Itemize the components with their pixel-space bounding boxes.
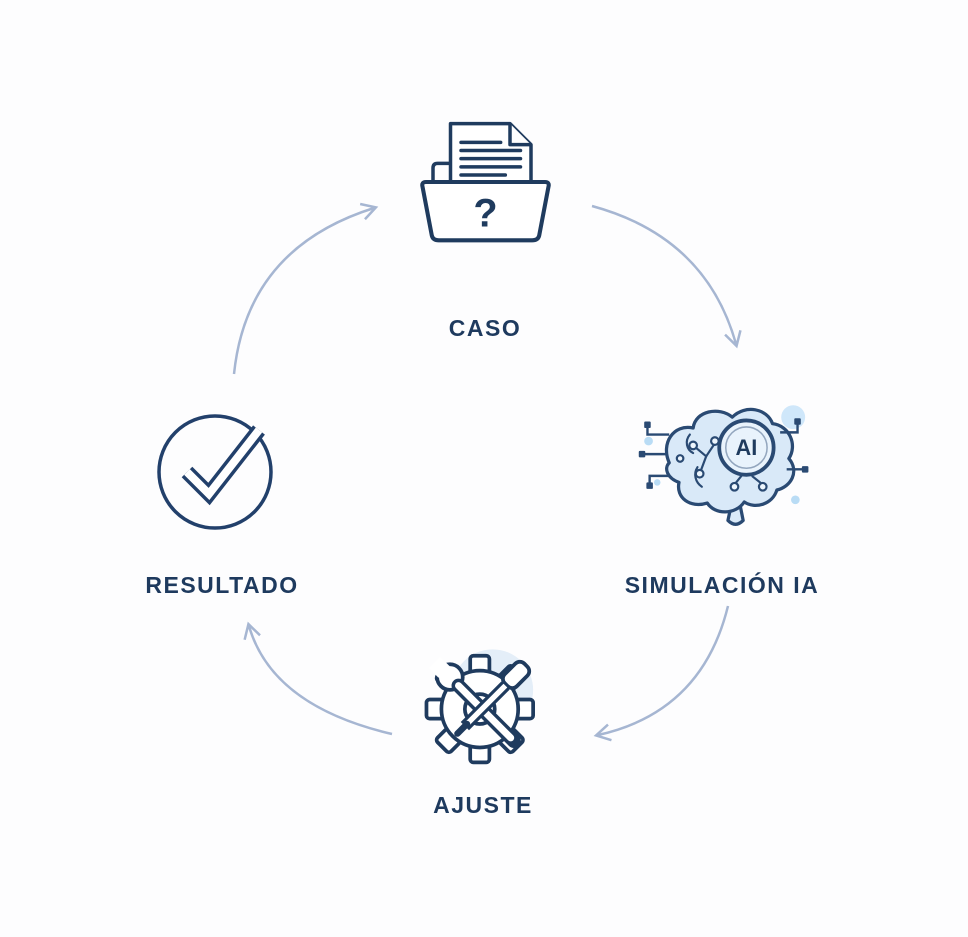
stage-simulacion-ia: AI SIMULACIÓN IA xyxy=(592,378,852,599)
ai-chip-circle xyxy=(716,418,776,477)
question-mark-text: ? xyxy=(473,191,497,235)
arrow-ajuste-to-resultado xyxy=(243,621,393,736)
circuit-trace-ends xyxy=(638,418,808,489)
document-text-lines xyxy=(458,140,522,177)
stage-ajuste: AJUSTE xyxy=(383,628,583,819)
arrow-caso-to-simulacion xyxy=(591,204,742,349)
ai-brain-icon: AI xyxy=(638,405,808,526)
stage-label-simulacion-ia: SIMULACIÓN IA xyxy=(624,572,820,598)
check-circle-icon xyxy=(157,414,273,530)
stage-label-ajuste: AJUSTE xyxy=(433,792,533,818)
screwdriver xyxy=(454,659,532,737)
circuit-traces xyxy=(642,423,804,484)
stage-label-caso: CASO xyxy=(448,315,522,341)
arrow-resultado-to-caso xyxy=(232,202,379,375)
arrow-simulacion-to-ajuste xyxy=(593,605,730,742)
stage-label-resultado: RESULTADO xyxy=(145,572,299,598)
ai-chip-text: AI xyxy=(735,435,757,460)
stage-caso: ? CASO xyxy=(385,112,585,342)
gear-tools-icon xyxy=(424,649,535,765)
stage-resultado: RESULTADO xyxy=(122,396,322,599)
case-file-folder-icon: ? xyxy=(419,121,551,243)
